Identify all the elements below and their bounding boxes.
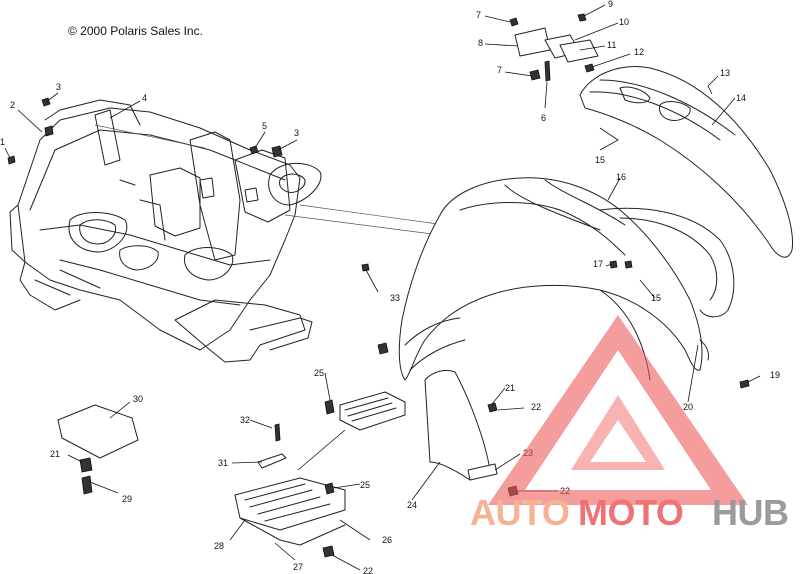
watermark-text-moto: MOTO xyxy=(578,492,683,533)
callout-19: 19 xyxy=(770,370,780,380)
callout-27: 27 xyxy=(293,562,303,572)
callout-10: 10 xyxy=(619,17,629,27)
callout-8: 8 xyxy=(478,38,483,48)
callout-21: 21 xyxy=(50,449,60,459)
watermark-text-auto: AUTO xyxy=(470,492,569,533)
callout-15: 15 xyxy=(651,293,661,303)
callout-17: 17 xyxy=(593,259,603,269)
bracket-assembly xyxy=(509,13,599,82)
callout-7: 7 xyxy=(497,65,502,75)
rack-panel xyxy=(579,66,794,258)
copyright-notice: © 2000 Polaris Sales Inc. xyxy=(68,24,203,38)
callout-3: 3 xyxy=(56,82,61,92)
callout-6: 6 xyxy=(541,113,546,123)
callout-33: 33 xyxy=(390,293,400,303)
callout-26: 26 xyxy=(382,535,392,545)
callout-15: 15 xyxy=(595,155,605,165)
callout-4: 4 xyxy=(142,93,147,103)
frame-hardware xyxy=(7,97,750,389)
watermark-logo: AUTO MOTO HUB xyxy=(470,315,789,533)
callout-25: 25 xyxy=(314,368,324,378)
callout-13: 13 xyxy=(720,68,730,78)
callout-16: 16 xyxy=(616,172,626,182)
callout-12: 12 xyxy=(634,47,644,57)
callout-1: 1 xyxy=(0,137,5,147)
callout-24: 24 xyxy=(407,500,417,510)
callout-numbers: 1 2 3 3 4 5 6 7 7 8 9 10 11 12 13 14 15 … xyxy=(0,0,780,574)
front-body-panel xyxy=(398,177,735,381)
footrest-assembly xyxy=(234,342,406,558)
callout-31: 31 xyxy=(218,458,228,468)
callout-3: 3 xyxy=(294,128,299,138)
callout-7: 7 xyxy=(476,10,481,20)
watermark-triangle-icon xyxy=(488,315,748,505)
mud-flap xyxy=(424,369,519,497)
callout-14: 14 xyxy=(736,93,746,103)
watermark-text-hub: HUB xyxy=(712,492,789,533)
callout-20: 20 xyxy=(683,402,693,412)
assembly-guide-lines xyxy=(94,124,446,236)
callout-22: 22 xyxy=(363,566,373,574)
frame-assembly xyxy=(9,99,322,363)
callout-2: 2 xyxy=(10,100,15,110)
watermark-inner-triangle-icon xyxy=(571,395,665,470)
callout-22: 22 xyxy=(531,402,541,412)
callout-21: 21 xyxy=(505,383,515,393)
callout-25: 25 xyxy=(360,480,370,490)
callout-29: 29 xyxy=(122,494,132,504)
callout-9: 9 xyxy=(608,0,613,9)
callout-11: 11 xyxy=(607,40,616,50)
callout-30: 30 xyxy=(133,394,143,404)
skid-plate xyxy=(57,404,139,495)
callout-32: 32 xyxy=(240,415,250,425)
callout-28: 28 xyxy=(214,541,224,551)
callout-5: 5 xyxy=(262,121,267,131)
